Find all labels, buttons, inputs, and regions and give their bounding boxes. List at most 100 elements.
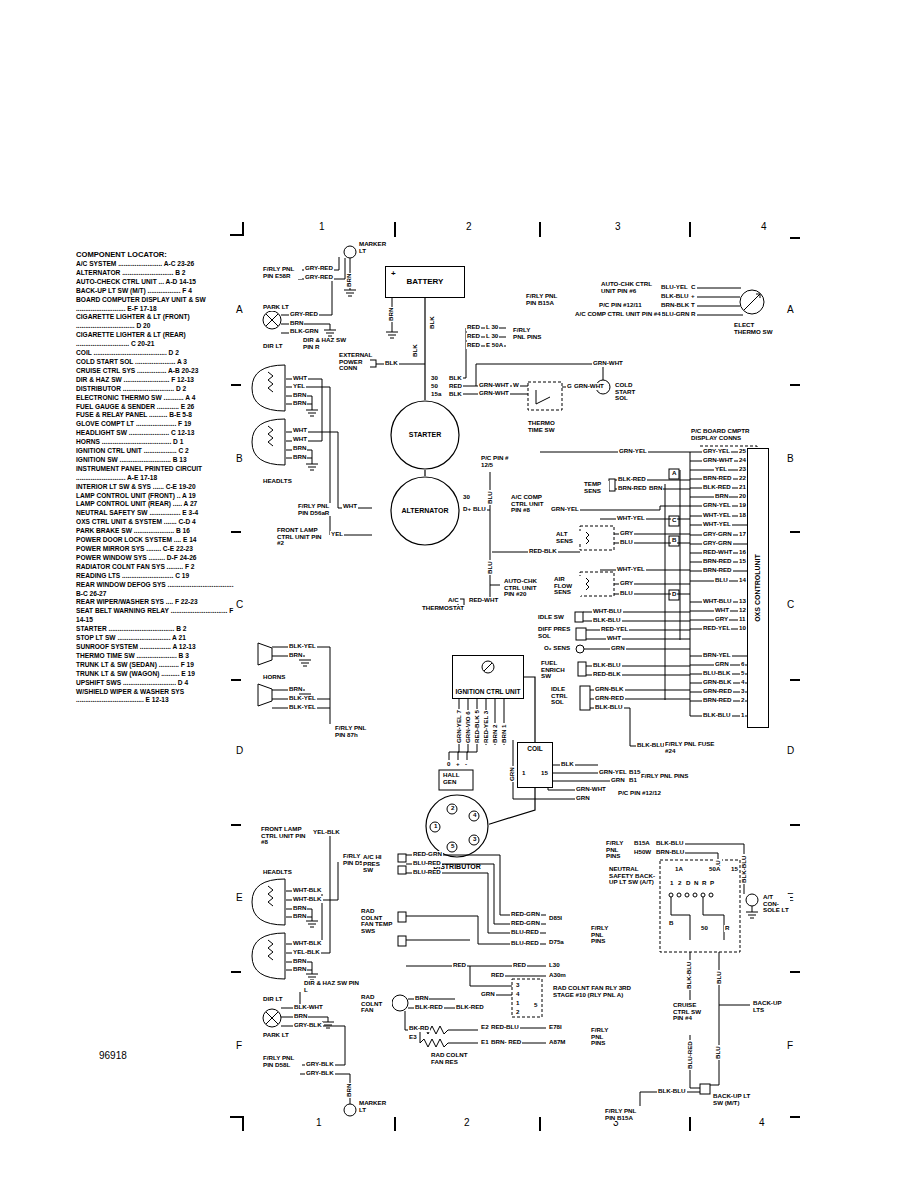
wire-label: DIR LT	[262, 996, 283, 1003]
locator-entry: HEADLIGHT SW ...................... C 12…	[76, 429, 238, 438]
wire-label: GRN	[610, 777, 626, 784]
grid-reference: F	[235, 1041, 243, 1052]
wire-label: 30	[430, 375, 439, 382]
wire-label: GRN-WHT	[592, 360, 624, 367]
node-outline-shape	[391, 477, 459, 545]
wire-label: YEL	[330, 531, 344, 538]
wire-label: BLK	[412, 343, 419, 358]
wire-label: BRN	[288, 686, 303, 693]
wire-label: BLU	[715, 1045, 722, 1060]
locator-entry: INSTRUMENT PANEL PRINTED CIRCUIT .......…	[76, 465, 238, 483]
wire-label: FUEL ENRICH SW	[540, 660, 572, 680]
wire-label: BLK-WHT	[293, 1004, 324, 1011]
wire-path	[584, 649, 690, 650]
locator-entry: STOP LT SW .............................…	[76, 634, 238, 643]
ground-symbol	[386, 332, 398, 338]
wire-label: BACK-UP LT SW (M/T)	[712, 1093, 759, 1106]
wire-path	[268, 372, 273, 446]
wire-label: 2	[677, 880, 682, 887]
wire-label: 50	[700, 925, 709, 932]
wire-path	[744, 294, 760, 310]
wire-label: BRN-BLU	[655, 849, 685, 856]
locator-entry: ALTERNATOR ............................ …	[76, 269, 238, 278]
ground-symbol	[344, 290, 356, 296]
component-symbol	[398, 866, 406, 874]
component-symbol	[578, 662, 586, 676]
wire-label: BRN-RED	[617, 485, 648, 492]
wire-label: BRN	[292, 966, 307, 973]
wire-label: RED-GRN	[412, 851, 443, 858]
wire-label: GRN-VIO 6	[465, 710, 472, 744]
wire-label: BRN-RED	[702, 475, 733, 482]
wire-label: WHT	[342, 503, 358, 510]
wire-label: 15	[730, 866, 739, 873]
locator-entry: DIR & HAZ SW ......................... F…	[76, 376, 238, 385]
component-symbol	[576, 628, 586, 640]
wire-label: 25	[738, 448, 747, 455]
wire-label: AIR FLOW SENS	[553, 576, 581, 596]
wire-label: F/RLY PNL PIN 87h	[334, 725, 372, 738]
component-name: BATTERY	[407, 278, 444, 287]
locator-entry: COLD START SOL ...................... A …	[76, 358, 238, 367]
wire-label: 3	[740, 688, 745, 695]
wire-label: HEADLTS	[262, 478, 293, 485]
wire-label: BLU-RED	[510, 929, 540, 936]
component-name: STARTER	[409, 431, 442, 439]
wire-label: 30	[462, 494, 471, 501]
component-name: OXS CONTROLUNIT	[754, 554, 762, 622]
wire-label: P/C PIN #12/12	[617, 790, 662, 797]
wire-label: P/C BOARD CMPTR DISPLAY CONNS	[690, 428, 762, 441]
wire-label: BRN	[714, 493, 729, 500]
wire-label: BLK-BLU	[594, 704, 624, 711]
component-symbol	[398, 936, 406, 946]
wire-label: F/RLY PNL PINS	[512, 327, 544, 340]
wire-label: 13	[738, 598, 747, 605]
wire-label: BRN	[292, 445, 307, 452]
wire-label: 50A	[708, 866, 721, 873]
wire-label: BLK-BLU	[636, 742, 666, 749]
wire-label: YEL-BLK	[312, 829, 341, 836]
wire-label: E2	[480, 1024, 490, 1031]
wire-label: 18	[738, 512, 747, 519]
terminal-circle	[669, 893, 673, 897]
wire-label: BLU	[619, 539, 634, 546]
wire-label: R	[690, 311, 696, 318]
terminal-circle	[746, 894, 758, 906]
locator-entry: RADIATOR COLNT FAN SYS ......... F 2	[76, 563, 238, 572]
wire-label: WHT-YEL	[702, 512, 732, 519]
wire-path	[230, 222, 800, 238]
wire-label: A87M	[548, 1039, 567, 1046]
component-box: IGNITION CTRL UNIT	[452, 655, 524, 699]
wire-label: BLU-YEL	[660, 284, 689, 291]
wire-label: 15a	[430, 391, 442, 398]
locator-entry: THERMO TIME SW ...................... B …	[76, 652, 238, 661]
wire-label: T	[690, 302, 696, 309]
wire-label: IDLE SW	[537, 614, 565, 621]
wire-label: BLU-RED	[687, 1040, 694, 1070]
wire-label: BRN-BLK	[660, 302, 690, 309]
wire-label: A	[671, 470, 677, 477]
wire-label: RAD COLNT FAN	[360, 994, 392, 1014]
wire-label: GRN-YEL	[598, 769, 628, 776]
wire-path	[449, 699, 504, 760]
wire-label: WHT	[292, 436, 308, 443]
terminal-circle	[701, 893, 705, 897]
locator-entry: PARK BRAKE SW ...................... B 1…	[76, 527, 238, 536]
component-symbol	[528, 382, 562, 410]
wire-label: F/RLY PNL PINS	[590, 1027, 620, 1047]
wire-label: PARK LT	[262, 1032, 290, 1039]
wire-path	[268, 886, 273, 960]
wire-label: WHT-YEL	[616, 566, 646, 573]
terminal-circle	[677, 893, 681, 897]
wire-label: ELECT THERMO SW	[733, 322, 775, 335]
wire-label: GRN-YEL	[618, 448, 648, 455]
wire-label: BLU	[487, 560, 494, 575]
wire-label: 1	[669, 880, 674, 887]
wire-label: BLK	[560, 761, 575, 768]
wire-label: BLK-RED	[455, 1004, 485, 1011]
grid-reference: D	[235, 746, 244, 757]
wire-label: BLU	[619, 590, 634, 597]
grid-reference: B	[786, 454, 795, 465]
wire-label: GRN-WHT	[573, 383, 605, 390]
wire-label: BLK-BLU	[657, 1088, 687, 1095]
